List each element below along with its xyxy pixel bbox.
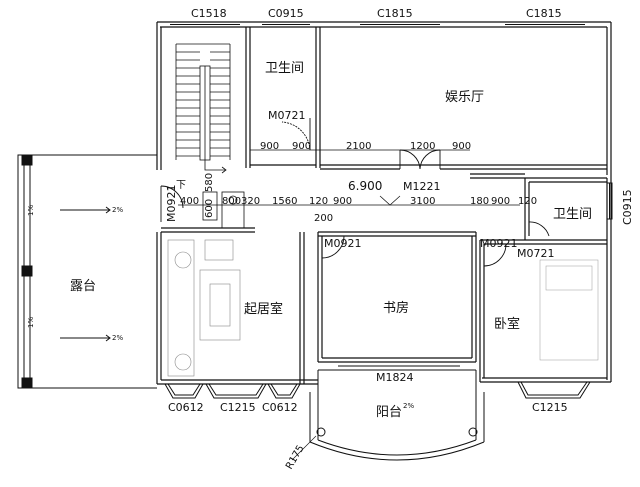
room-label-bath-right: 卫生间 xyxy=(553,207,592,222)
dim-800: 800 xyxy=(222,196,241,207)
room-labels: 卫生间 娱乐厅 卫生间 露台 起居室 书房 卧室 阳台 xyxy=(70,61,592,420)
door-label-m1824: M1824 xyxy=(376,371,414,384)
room-label-living: 起居室 xyxy=(244,301,283,317)
dim-2100: 2100 xyxy=(346,141,371,152)
dim-900a: 900 xyxy=(260,141,279,152)
living-furniture xyxy=(167,239,241,377)
dim-320: 320 xyxy=(241,196,260,207)
door-label-m1221: M1221 xyxy=(403,180,441,193)
slope-mark-1: 2% xyxy=(112,206,123,214)
dim-120b: 120 xyxy=(518,196,537,207)
dim-1200: 1200 xyxy=(410,141,435,152)
room-label-entertainment: 娱乐厅 xyxy=(445,90,484,105)
dim-580: 580 xyxy=(204,173,215,192)
corridor-dim-line xyxy=(178,149,520,206)
slope-mark-2: 2% xyxy=(112,334,123,342)
staircase xyxy=(175,43,231,174)
dim-180: 180 xyxy=(470,196,489,207)
window-label-c1815-mid: C1815 xyxy=(377,7,413,20)
interior-walls xyxy=(161,27,607,384)
dim-3100: 3100 xyxy=(410,196,435,207)
misc-labels: 6.900 下 R175 2% 2% 2% 1% 1% xyxy=(27,179,414,472)
stair-down-label: 下 xyxy=(176,180,186,191)
window-label-c0915-top: C0915 xyxy=(268,7,304,20)
slope-mark-5: 1% xyxy=(27,317,35,328)
balcony xyxy=(291,369,485,461)
slope-mark-3: 2% xyxy=(403,402,414,410)
room-label-bath-top: 卫生间 xyxy=(265,61,304,76)
bedroom-furniture xyxy=(539,259,599,361)
window-label-c0612-left: C0612 xyxy=(168,401,204,414)
window-label-c1518: C1518 xyxy=(191,7,227,20)
room-label-terrace: 露台 xyxy=(70,279,96,294)
dim-200: 200 xyxy=(314,213,333,224)
dim-400: 400 xyxy=(180,196,199,207)
bay-windows xyxy=(164,381,591,399)
slope-mark-4: 1% xyxy=(27,205,35,216)
dim-900d: 900 xyxy=(333,196,352,207)
dim-900e: 900 xyxy=(491,196,510,207)
door-label-m0921-bed: M0921 xyxy=(480,237,518,250)
dimension-labels: 900 900 2100 1200 900 580 400 600 800 32… xyxy=(180,141,537,224)
radius-label: R175 xyxy=(284,443,307,471)
window-label-c1815-right: C1815 xyxy=(526,7,562,20)
door-label-m0921-study: M0921 xyxy=(324,237,362,250)
room-label-balcony: 阳台 xyxy=(376,405,402,420)
door-label-m0721-right: M0721 xyxy=(517,247,555,260)
dim-900c: 900 xyxy=(452,141,471,152)
dim-900b: 900 xyxy=(292,141,311,152)
dim-600: 600 xyxy=(204,199,215,218)
room-label-bedroom: 卧室 xyxy=(494,316,520,332)
terrace-outline xyxy=(17,154,157,389)
corridor-equipment xyxy=(202,191,245,229)
dim-120a: 120 xyxy=(309,196,328,207)
level-mark: 6.900 xyxy=(348,179,382,193)
door-label-m0921-stair: M0921 xyxy=(165,185,178,223)
window-label-c0915-right: C0915 xyxy=(621,189,634,225)
window-labels: C1518 C0915 C1815 C1815 C0915 C0612 C121… xyxy=(168,7,634,414)
dim-1560: 1560 xyxy=(272,196,297,207)
room-label-study: 书房 xyxy=(383,300,409,316)
window-label-c1215-right: C1215 xyxy=(532,401,568,414)
door-label-m0721-top: M0721 xyxy=(268,109,306,122)
window-label-c1215-left: C1215 xyxy=(220,401,256,414)
right-window xyxy=(606,182,613,220)
door-labels: M0721 M1221 M0921 M0921 M0921 M0721 M182… xyxy=(165,109,555,384)
window-label-c0612-right: C0612 xyxy=(262,401,298,414)
